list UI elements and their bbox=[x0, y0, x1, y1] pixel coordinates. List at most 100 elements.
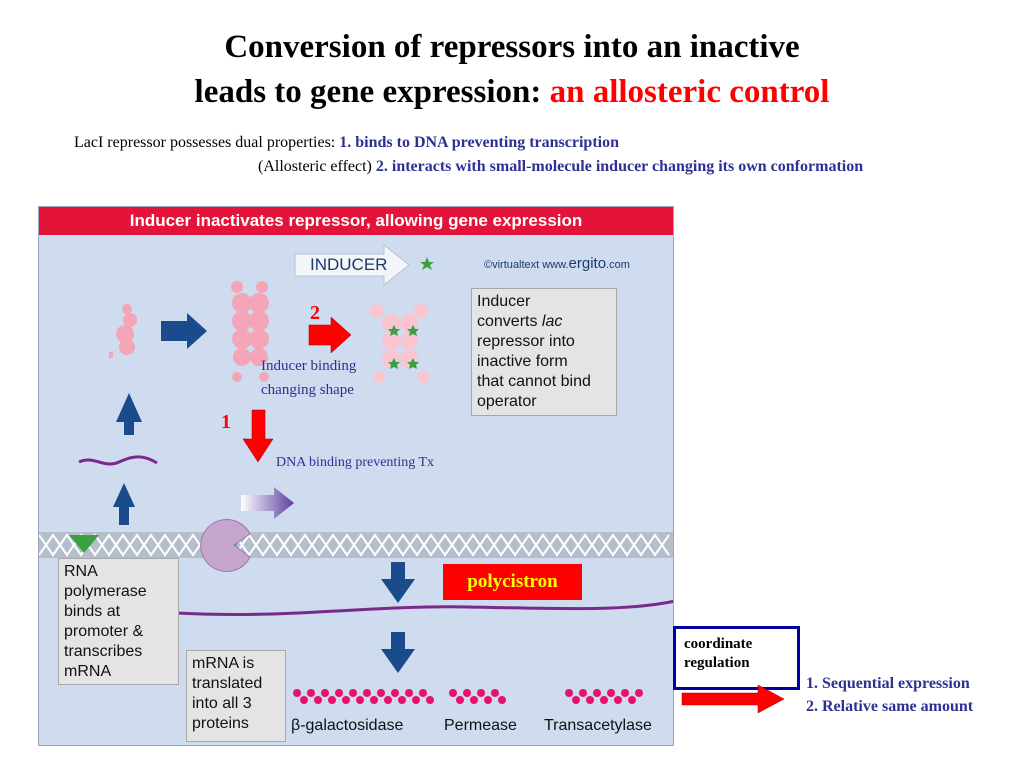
permease-chain bbox=[449, 689, 506, 704]
protein-bead bbox=[370, 696, 378, 704]
rna-polymerase bbox=[200, 519, 251, 572]
arrow-up-icon-lower bbox=[113, 483, 135, 525]
arrow-down-icon-lower bbox=[381, 632, 415, 673]
step1-text: DNA binding preventing Tx bbox=[276, 455, 435, 470]
inducer-label: INDUCER bbox=[310, 255, 388, 274]
title-black-part: leads to gene expression: bbox=[194, 74, 550, 110]
mrna-box-line: mRNA is bbox=[192, 655, 255, 672]
coordinate-line2: regulation bbox=[684, 655, 750, 671]
protein-bead bbox=[565, 689, 573, 697]
inducer-box-line: operator bbox=[477, 393, 537, 410]
allosteric-label: (Allosteric effect) bbox=[258, 158, 376, 175]
arrow-down-icon-upper bbox=[381, 562, 415, 603]
protein-bead bbox=[307, 689, 315, 697]
protein-bead bbox=[426, 696, 434, 704]
protein-bead bbox=[449, 689, 457, 697]
properties-intro: LacI repressor possesses dual properties… bbox=[74, 134, 340, 151]
protein-bead bbox=[342, 696, 350, 704]
protein-bead bbox=[300, 696, 308, 704]
gradient-arrow-icon bbox=[241, 487, 294, 519]
mrna-box-line: translated bbox=[192, 675, 263, 692]
protein-bead bbox=[412, 696, 420, 704]
protein-bead bbox=[419, 689, 427, 697]
title-red-part: an allosteric control bbox=[549, 74, 830, 110]
protein-bead bbox=[614, 696, 622, 704]
rna-box-line: mRNA bbox=[64, 663, 112, 680]
beta-galactosidase-chain bbox=[293, 689, 434, 704]
mrna-box-line: into all 3 bbox=[192, 695, 252, 712]
step2-number: 2 bbox=[310, 302, 320, 324]
rna-polymerase-box: RNA polymerase binds at promoter & trans… bbox=[58, 558, 179, 685]
property-1: 1. binds to DNA preventing transcription bbox=[339, 134, 619, 151]
rna-box-line: polymerase bbox=[64, 583, 147, 600]
rna-box-line: transcribes bbox=[64, 643, 143, 660]
lac-italic: lac bbox=[541, 313, 563, 330]
result-2: 2. Relative same amount bbox=[806, 698, 974, 715]
dna-helix bbox=[39, 533, 670, 557]
protein-bead bbox=[293, 689, 301, 697]
coordinate-line1: coordinate bbox=[684, 636, 753, 652]
protein-bead bbox=[356, 696, 364, 704]
protein-transacetylase: Transacetylase bbox=[544, 717, 652, 734]
figure-panel: Inducer inactivates repressor, allowing … bbox=[38, 206, 674, 746]
protein-bead bbox=[600, 696, 608, 704]
figure-banner: Inducer inactivates repressor, allowing … bbox=[39, 207, 673, 235]
protein-bead bbox=[314, 696, 322, 704]
properties-line2: (Allosteric effect) 2. interacts with sm… bbox=[258, 158, 863, 176]
figure-artwork bbox=[39, 243, 673, 704]
result-arrow-icon bbox=[681, 684, 785, 714]
rna-box-line: binds at bbox=[64, 603, 121, 620]
inducer-explanation-box: Inducer converts lac repressor into inac… bbox=[471, 288, 617, 416]
copyright-suffix: .com bbox=[606, 259, 630, 271]
protein-bead bbox=[349, 689, 357, 697]
repressor-monomer bbox=[109, 304, 137, 358]
protein-bead bbox=[593, 689, 601, 697]
step1-red-arrow-icon bbox=[242, 409, 274, 463]
protein-bead bbox=[321, 689, 329, 697]
protein-bead bbox=[391, 689, 399, 697]
protein-bead bbox=[398, 696, 406, 704]
protein-chains bbox=[293, 689, 643, 704]
protein-permease: Permease bbox=[444, 717, 517, 734]
inducer-star-icon bbox=[420, 257, 434, 270]
coordinate-regulation-box: coordinate regulation bbox=[673, 626, 800, 690]
mrna-translation-box: mRNA is translated into all 3 proteins bbox=[186, 650, 286, 742]
protein-bead bbox=[363, 689, 371, 697]
protein-bead bbox=[607, 689, 615, 697]
protein-bead bbox=[463, 689, 471, 697]
properties-line1: LacI repressor possesses dual properties… bbox=[74, 134, 619, 152]
repressor-tetramer bbox=[231, 281, 269, 382]
mrna-box-line: proteins bbox=[192, 715, 249, 732]
protein-bead bbox=[586, 696, 594, 704]
arrow-right-icon bbox=[161, 313, 207, 349]
slide-title-line1: Conversion of repressors into an inactiv… bbox=[224, 29, 800, 65]
step2-text-line1: Inducer binding bbox=[261, 358, 357, 374]
protein-bead bbox=[628, 696, 636, 704]
promoter-triangle-left bbox=[69, 535, 99, 553]
inducer-arrow bbox=[294, 243, 410, 287]
protein-bead bbox=[484, 696, 492, 704]
step1-number: 1 bbox=[221, 411, 231, 433]
inducer-box-line: that cannot bind bbox=[477, 373, 591, 390]
protein-bead bbox=[328, 696, 336, 704]
protein-bead bbox=[335, 689, 343, 697]
copyright-notice: ©virtualtext www.ergito.com bbox=[484, 255, 630, 272]
protein-beta-galactosidase: β-galactosidase bbox=[291, 717, 404, 734]
protein-bead bbox=[491, 689, 499, 697]
inducer-box-line: inactive form bbox=[477, 353, 568, 370]
transacetylase-chain bbox=[565, 689, 643, 704]
slide-title-line2: leads to gene expression: an allosteric … bbox=[0, 73, 1024, 111]
mrna-squiggle-left bbox=[78, 455, 158, 466]
protein-bead bbox=[470, 696, 478, 704]
property-2: 2. interacts with small-molecule inducer… bbox=[375, 158, 864, 175]
inducer-box-line: repressor into bbox=[477, 333, 575, 350]
protein-bead bbox=[384, 696, 392, 704]
protein-bead bbox=[572, 696, 580, 704]
protein-bead bbox=[477, 689, 485, 697]
rna-box-line: RNA bbox=[64, 563, 98, 580]
protein-bead bbox=[377, 689, 385, 697]
inducer-box-line: Inducer bbox=[477, 293, 531, 310]
rna-box-line: promoter & bbox=[64, 623, 144, 640]
step2-red-arrow-icon bbox=[308, 316, 352, 354]
protein-bead bbox=[498, 696, 506, 704]
